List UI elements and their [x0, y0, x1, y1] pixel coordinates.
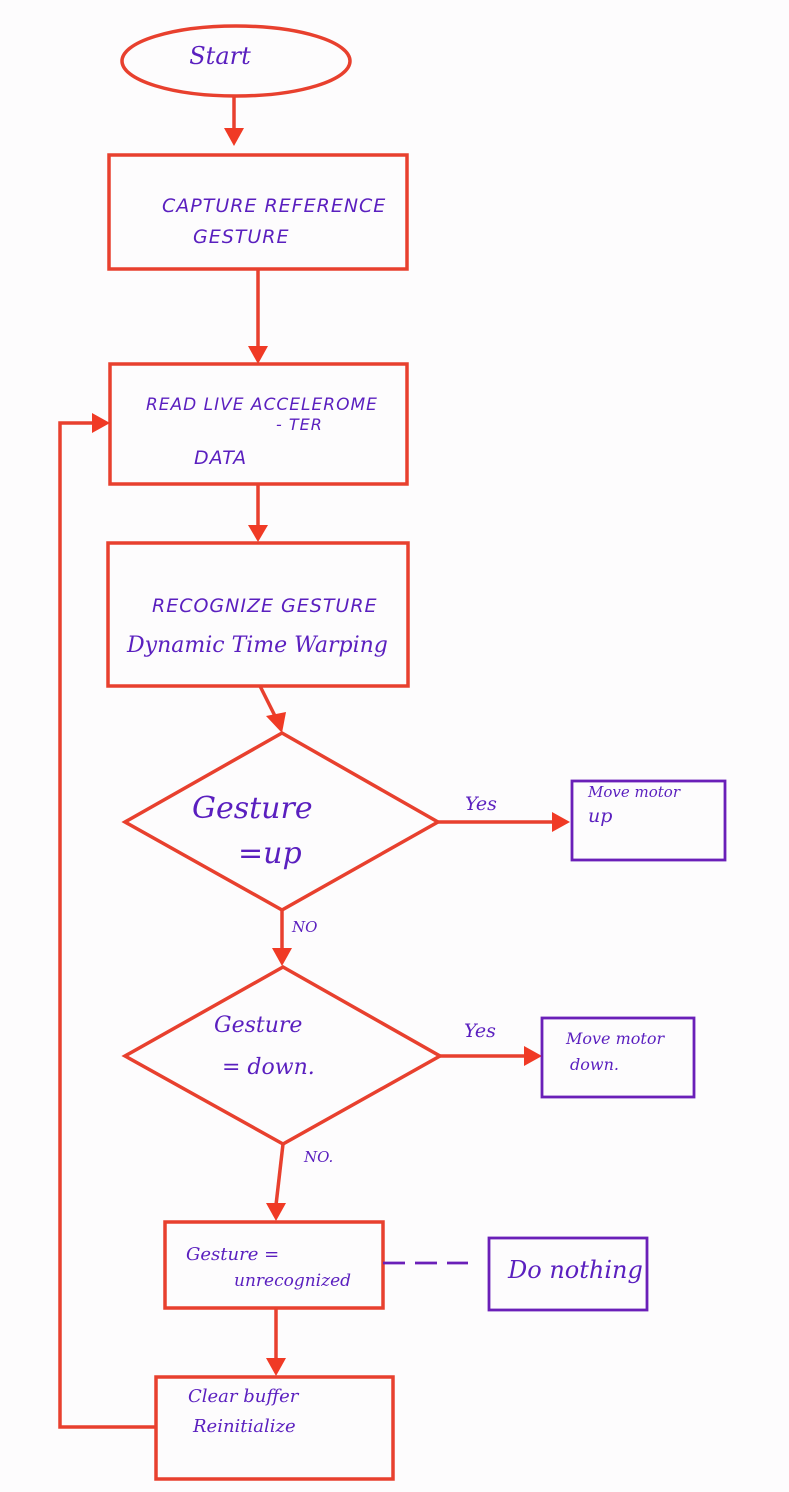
- arrowhead-icon: [552, 812, 570, 832]
- move-up-box: [570, 779, 727, 862]
- clear-label-line-2: Reinitialize: [192, 1416, 296, 1437]
- node-do-nothing: Do nothing: [487, 1236, 649, 1312]
- move-down-label-line-2: down.: [570, 1055, 619, 1074]
- start-label: Start: [189, 42, 251, 70]
- node-start: Start: [120, 24, 352, 98]
- node-decision-gesture-down: Gesture = down.: [121, 964, 444, 1147]
- move-up-label-line-1: Move motor: [587, 783, 681, 801]
- arrowhead-icon: [266, 1358, 286, 1376]
- decision-up-label-line-1: Gesture: [192, 791, 313, 826]
- yes-label: Yes: [465, 793, 497, 815]
- arrowhead-icon: [248, 346, 268, 364]
- move-up-label-line-2: up: [588, 805, 612, 827]
- unrecognized-box: [163, 1220, 385, 1310]
- decision-up-label-line-2: =up: [238, 836, 302, 871]
- arrowhead-icon: [248, 525, 268, 542]
- arrowhead-icon: [266, 1203, 286, 1221]
- edge-line: [274, 1143, 285, 1206]
- node-move-motor-down: Move motor down.: [540, 1016, 696, 1099]
- arrowhead-icon: [524, 1046, 542, 1066]
- arrowhead-icon: [266, 712, 286, 733]
- read-box: [108, 362, 409, 486]
- read-label-line-1: READ LIVE ACCELEROME: [146, 395, 378, 415]
- start-ellipse: [120, 24, 352, 98]
- loop-back-line: [58, 421, 156, 1429]
- edge-decision-up-no: NO: [272, 910, 317, 966]
- do-nothing-label: Do nothing: [507, 1256, 643, 1284]
- edge-unrecognized-clear: [266, 1308, 286, 1376]
- recognize-label-line-1: RECOGNIZE GESTURE: [152, 595, 378, 617]
- node-read-accelerometer-data: READ LIVE ACCELEROME - TER DATA: [108, 362, 409, 486]
- capture-label-line-1: CAPTURE REFERENCE: [162, 195, 386, 217]
- no-label: NO.: [303, 1148, 333, 1166]
- edge-capture-read: [248, 269, 268, 364]
- arrowhead-icon: [92, 413, 110, 433]
- clear-label-line-1: Clear buffer: [188, 1386, 300, 1407]
- unrecognized-label-line-1: Gesture =: [186, 1244, 279, 1265]
- node-clear-buffer-reinitialize: Clear buffer Reinitialize: [154, 1375, 395, 1481]
- capture-label-line-2: GESTURE: [193, 226, 290, 248]
- node-capture-reference-gesture: CAPTURE REFERENCE GESTURE: [107, 153, 409, 271]
- read-label-line-2: - TER: [276, 415, 323, 434]
- node-gesture-unrecognized: Gesture = unrecognized: [163, 1220, 385, 1310]
- move-down-label-line-1: Move motor: [565, 1029, 665, 1048]
- edge-decision-up-yes: Yes: [438, 793, 570, 832]
- recognize-box: [106, 541, 410, 688]
- yes-label: Yes: [464, 1020, 496, 1042]
- decision-down-label-line-1: Gesture: [214, 1013, 302, 1038]
- edge-line: [258, 685, 278, 719]
- edge-start-capture: [224, 95, 244, 146]
- edge-decision-down-yes: Yes: [440, 1020, 542, 1066]
- edge-recognize-decision-up: [258, 685, 286, 733]
- node-recognize-gesture: RECOGNIZE GESTURE Dynamic Time Warping: [106, 541, 410, 688]
- recognize-label-line-2: Dynamic Time Warping: [126, 633, 388, 658]
- move-down-box: [540, 1016, 696, 1099]
- no-label: NO: [291, 918, 317, 936]
- do-nothing-box: [487, 1236, 649, 1312]
- unrecognized-label-line-2: unrecognized: [234, 1271, 351, 1291]
- edge-decision-down-no: NO.: [266, 1143, 333, 1221]
- edge-loop-back-clear-read: [58, 413, 156, 1429]
- edge-read-recognize: [248, 484, 268, 542]
- arrowhead-icon: [224, 128, 244, 146]
- decision-down-label-line-2: = down.: [222, 1055, 315, 1080]
- arrowhead-icon: [272, 948, 292, 966]
- read-label-line-3: DATA: [194, 447, 247, 469]
- node-decision-gesture-up: Gesture =up: [121, 730, 442, 913]
- node-move-motor-up: Move motor up: [570, 779, 727, 862]
